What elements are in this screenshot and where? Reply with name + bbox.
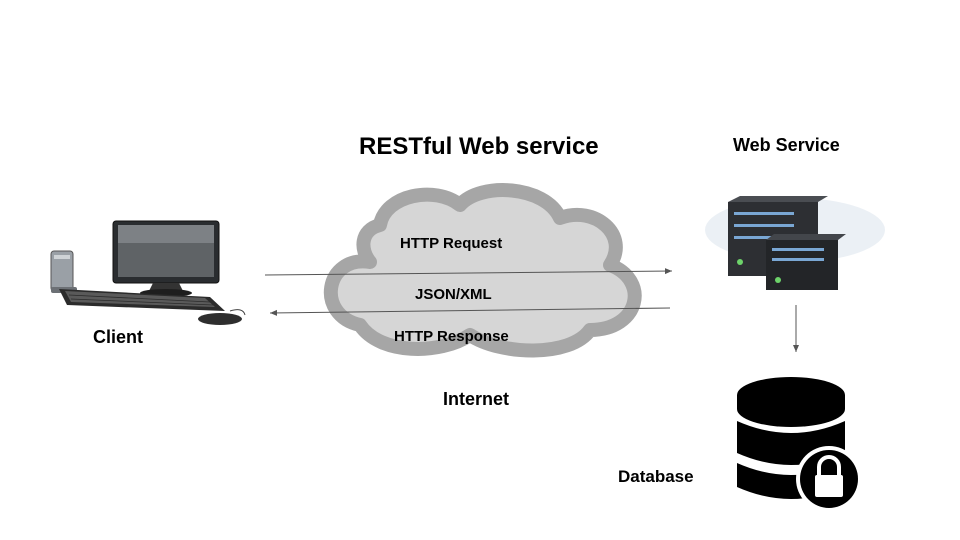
database-label: Database <box>618 467 694 486</box>
diagram-title: RESTful Web service <box>359 133 599 160</box>
web-service-label: Web Service <box>733 135 840 155</box>
json-xml-label: JSON/XML <box>415 286 492 303</box>
response-arrow <box>269 307 671 316</box>
web-service-servers-icon <box>705 196 885 290</box>
client-label: Client <box>93 327 144 347</box>
http-request-label: HTTP Request <box>400 235 503 252</box>
database-lock-icon <box>737 377 862 512</box>
request-arrow <box>264 268 673 276</box>
http-response-label: HTTP Response <box>394 328 509 345</box>
client-computer-icon <box>50 220 246 325</box>
internet-label: Internet <box>443 389 510 409</box>
